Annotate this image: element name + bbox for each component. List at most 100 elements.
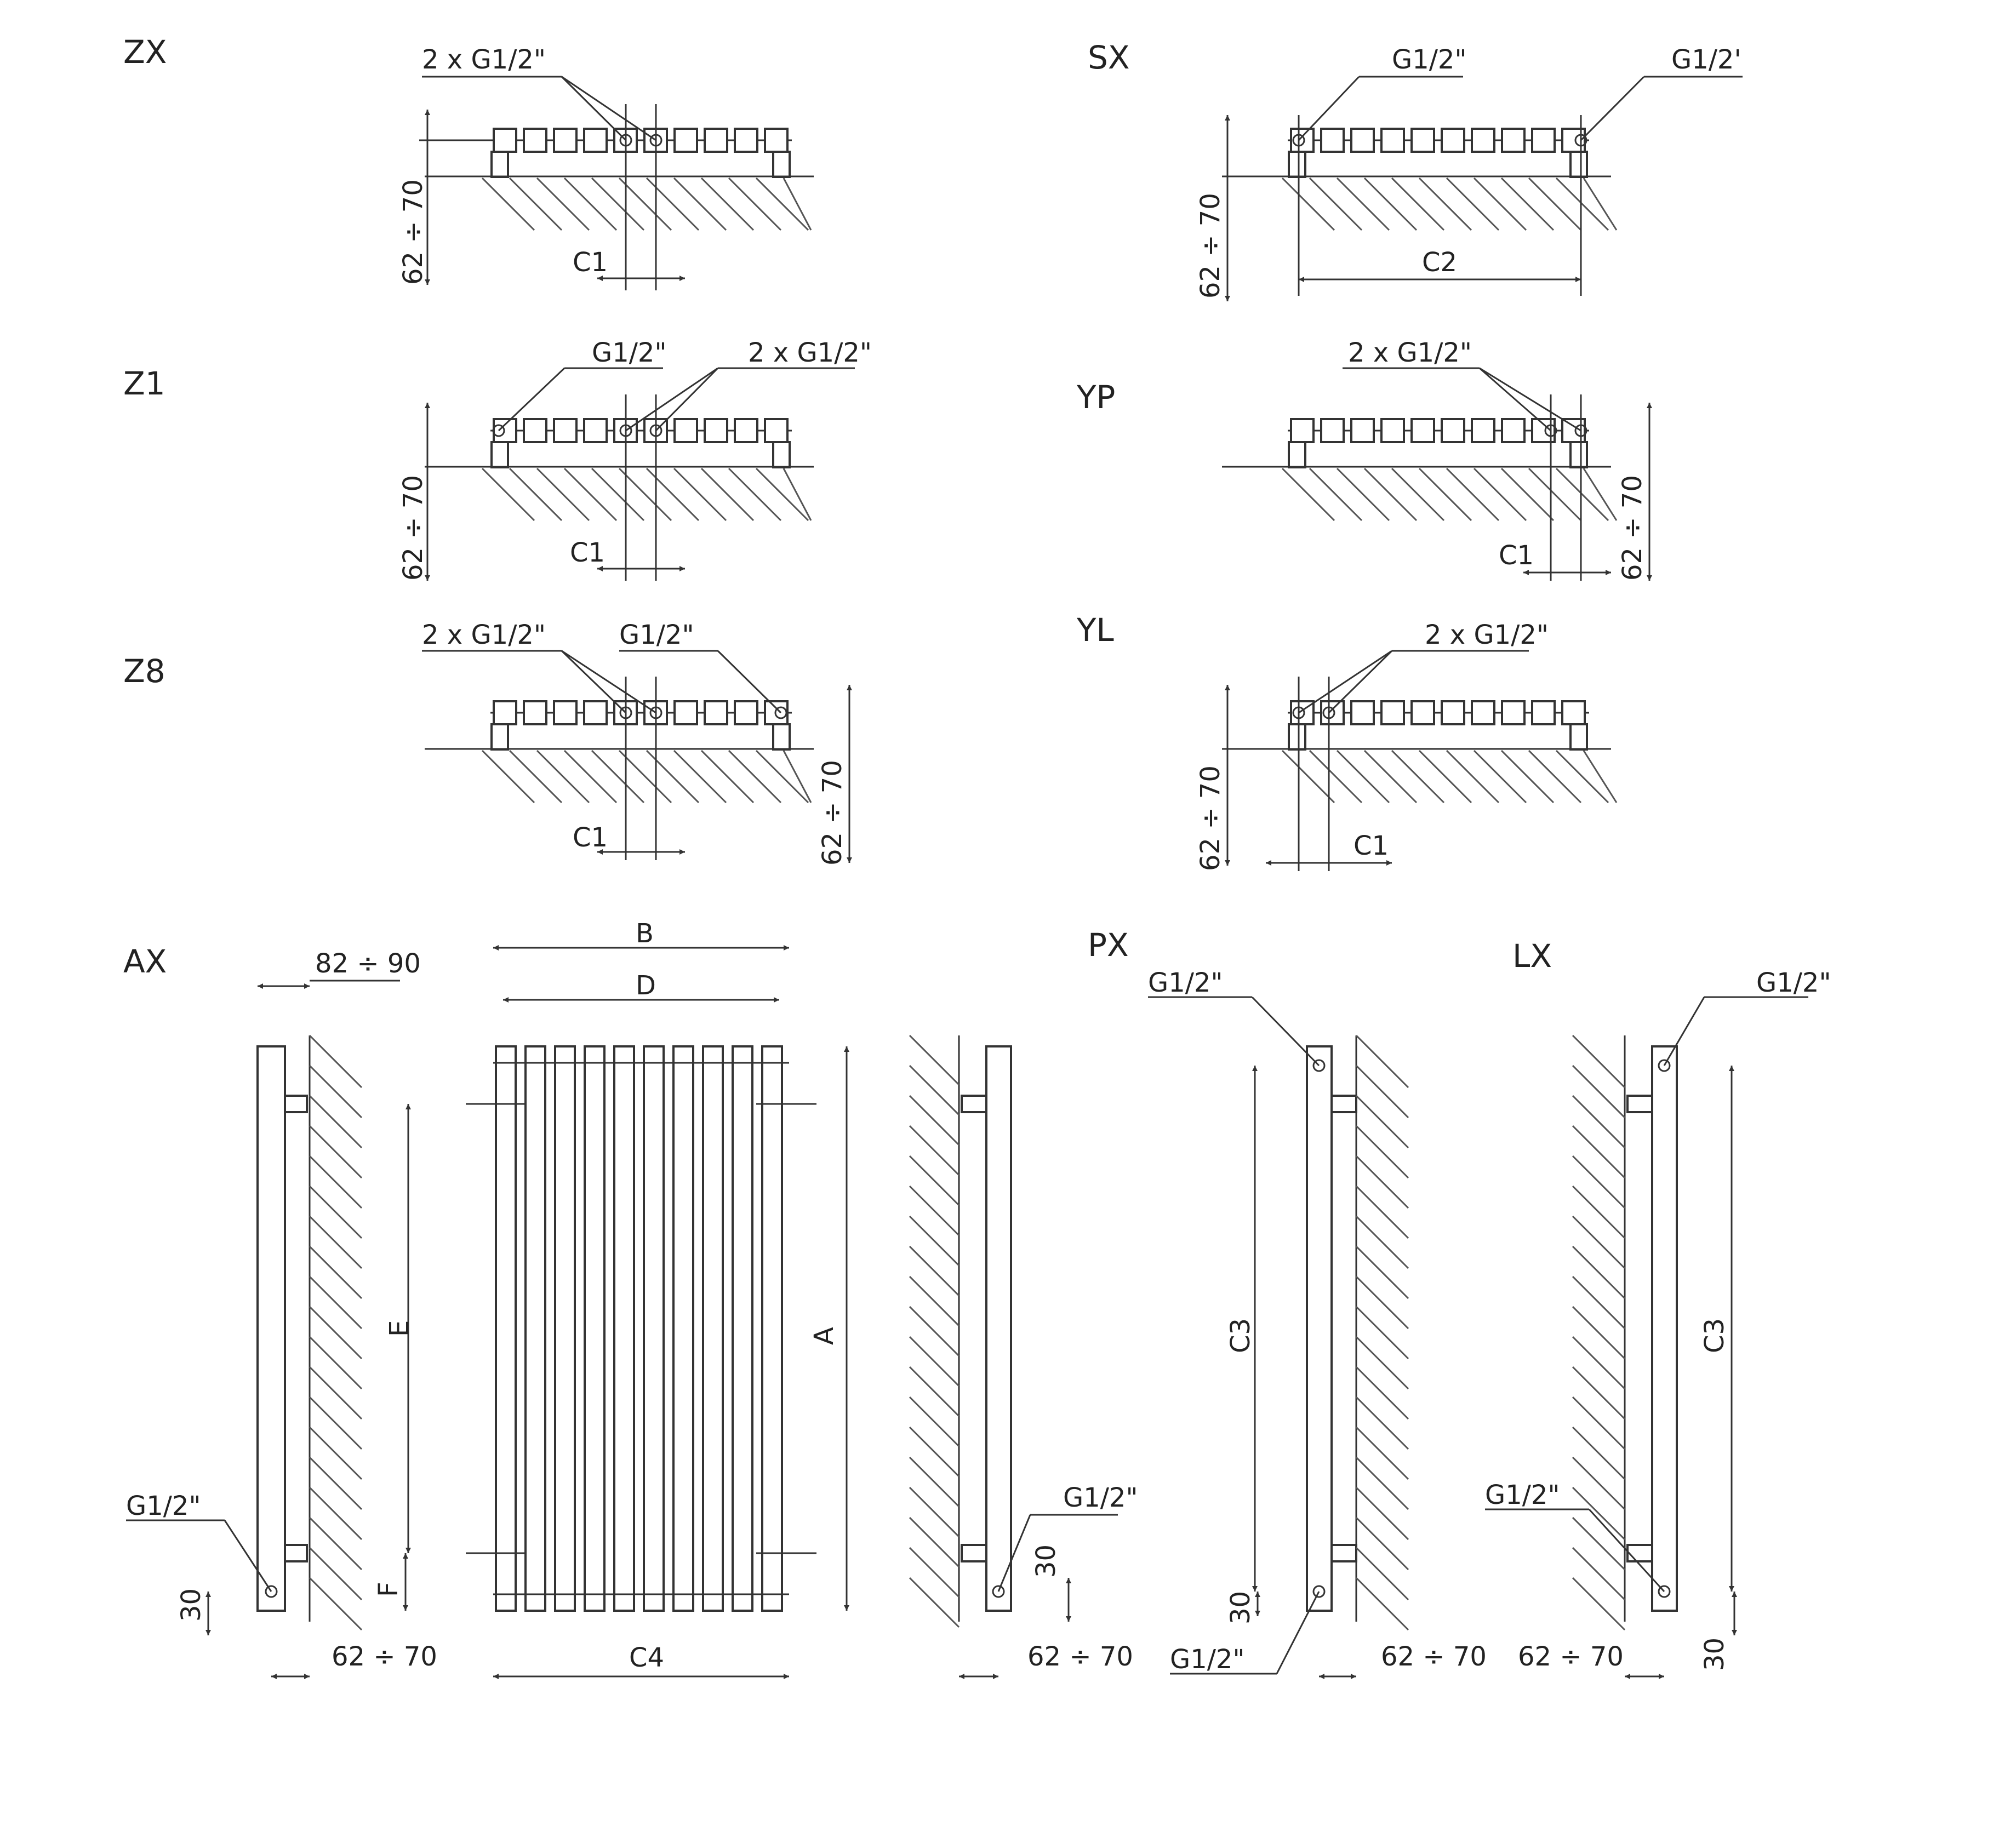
conn-ax: [265, 1585, 278, 1598]
tube-z1-1: [523, 418, 547, 443]
height-dim-z8: 62 ÷ 70: [817, 760, 848, 866]
tube-yp-1: [1320, 418, 1345, 443]
tube-z1-8: [734, 418, 758, 443]
tube-front-6: [672, 1045, 694, 1612]
tube-sx-5: [1441, 128, 1465, 153]
connection-label-z8-right: G1/2": [619, 620, 694, 650]
c1-dim-zx: C1: [573, 247, 608, 278]
bracket-left-sx: [1288, 151, 1306, 178]
a-dim-front: A: [809, 1327, 839, 1345]
connection-label-ax: G1/2": [126, 1491, 201, 1521]
tube-sx-4: [1410, 128, 1435, 153]
connection-label-zx: 2 x G1/2": [422, 44, 546, 75]
conn-z1-1: [492, 424, 505, 437]
tube-zx-6: [673, 128, 698, 153]
tube-zx-3: [583, 128, 608, 153]
conn-px-top: [1312, 1059, 1326, 1072]
height-dim-z1: 62 ÷ 70: [398, 475, 429, 581]
tube-zx-7: [704, 128, 728, 153]
bracket-top-px: [1330, 1095, 1357, 1113]
leader-zx-a: [561, 76, 627, 141]
c1-dim-z8: C1: [573, 822, 608, 853]
dim-30-lx: 30: [1699, 1638, 1730, 1671]
conn-lx-bottom: [1658, 1585, 1671, 1598]
conn-z8-3: [774, 706, 787, 719]
tube-zx-8: [734, 128, 758, 153]
wall-hatch-px: [1355, 1034, 1409, 1631]
conn-lx-top: [1658, 1059, 1671, 1072]
view-label-sx: SX: [1088, 39, 1130, 76]
wall-dim-ax: 62 ÷ 70: [332, 1641, 437, 1672]
leader-z8-l-a: [561, 650, 627, 714]
leader-yp-a: [1479, 367, 1551, 432]
e-dim-ax: E: [384, 1320, 415, 1337]
tube-yl-8: [1531, 700, 1556, 725]
view-label-yl: YL: [1076, 611, 1114, 649]
tube-front-3: [584, 1045, 606, 1612]
view-label-lx: LX: [1512, 937, 1552, 975]
tube-z8-2: [553, 700, 578, 725]
connection-label-side: G1/2": [1063, 1482, 1138, 1513]
bracket-right-yp: [1569, 441, 1588, 468]
tube-yp-3: [1380, 418, 1405, 443]
c3-dim-px: C3: [1225, 1318, 1256, 1353]
connection-label-px-bottom: G1/2": [1170, 1644, 1245, 1675]
tube-front-1: [524, 1045, 546, 1612]
tube-yp-5: [1441, 418, 1465, 443]
leader-z8-r-a: [717, 650, 782, 714]
height-dim-zx: 62 ÷ 70: [398, 179, 429, 285]
tube-front-9: [761, 1045, 783, 1612]
connection-label-px-top: G1/2": [1148, 968, 1223, 998]
bracket-bottom-px: [1330, 1544, 1357, 1562]
leader-lx-bottom-a: [1588, 1508, 1665, 1593]
bracket-right-z8: [772, 723, 791, 751]
height-dim-yp: 62 ÷ 70: [1617, 475, 1648, 581]
connection-label-z1-right: 2 x G1/2": [748, 337, 872, 368]
bracket-bottom-ax: [284, 1544, 308, 1562]
tube-sx-1: [1320, 128, 1345, 153]
f-dim-ax: F: [373, 1582, 404, 1597]
conn-px-bottom: [1312, 1585, 1326, 1598]
c3-dim-lx: C3: [1699, 1318, 1730, 1353]
tube-front-5: [643, 1045, 665, 1612]
tube-yp-2: [1350, 418, 1375, 443]
connection-label-sx-right: G1/2': [1671, 44, 1741, 75]
bracket-left-yl: [1288, 723, 1306, 751]
leader-side-a: [997, 1514, 1031, 1592]
tube-yl-0: [1290, 700, 1315, 725]
tube-sx-2: [1350, 128, 1375, 153]
tube-yl-2: [1350, 700, 1375, 725]
radiator-lx: [1651, 1045, 1678, 1612]
d-dim-front: D: [636, 970, 656, 1001]
tube-front-0: [495, 1045, 517, 1612]
tube-sx-3: [1380, 128, 1405, 153]
tube-z8-6: [673, 700, 698, 725]
leader-yl-b: [1328, 650, 1393, 714]
radiator-side-right: [985, 1045, 1012, 1612]
bracket-top-lx: [1626, 1095, 1653, 1113]
tube-yp-7: [1501, 418, 1526, 443]
leader-z8-l-b: [561, 650, 656, 714]
floor-hatch-sx: [1281, 177, 1618, 231]
tube-zx-9: [764, 128, 789, 153]
tube-yl-1: [1320, 700, 1345, 725]
wall-dim-lx: 62 ÷ 70: [1518, 1641, 1624, 1672]
connection-label-sx-left: G1/2": [1392, 44, 1467, 75]
tube-yl-6: [1471, 700, 1495, 725]
tube-z8-0: [493, 700, 517, 725]
depth-dim-ax: 82 ÷ 90: [315, 948, 421, 979]
leader-z1-r-a: [625, 367, 718, 432]
c1-dim-yl: C1: [1353, 831, 1389, 861]
tube-front-2: [554, 1045, 576, 1612]
tube-z1-3: [583, 418, 608, 443]
tube-front-4: [613, 1045, 635, 1612]
floor-hatch-z1: [481, 467, 812, 522]
tube-z1-9: [764, 418, 789, 443]
view-label-ax: AX: [123, 943, 167, 980]
bracket-right-z1: [772, 441, 791, 468]
b-dim-front: B: [636, 918, 654, 949]
connection-label-z1-left: G1/2": [592, 337, 667, 368]
radiator-px: [1306, 1045, 1333, 1612]
tube-yl-7: [1501, 700, 1526, 725]
tube-z8-7: [704, 700, 728, 725]
